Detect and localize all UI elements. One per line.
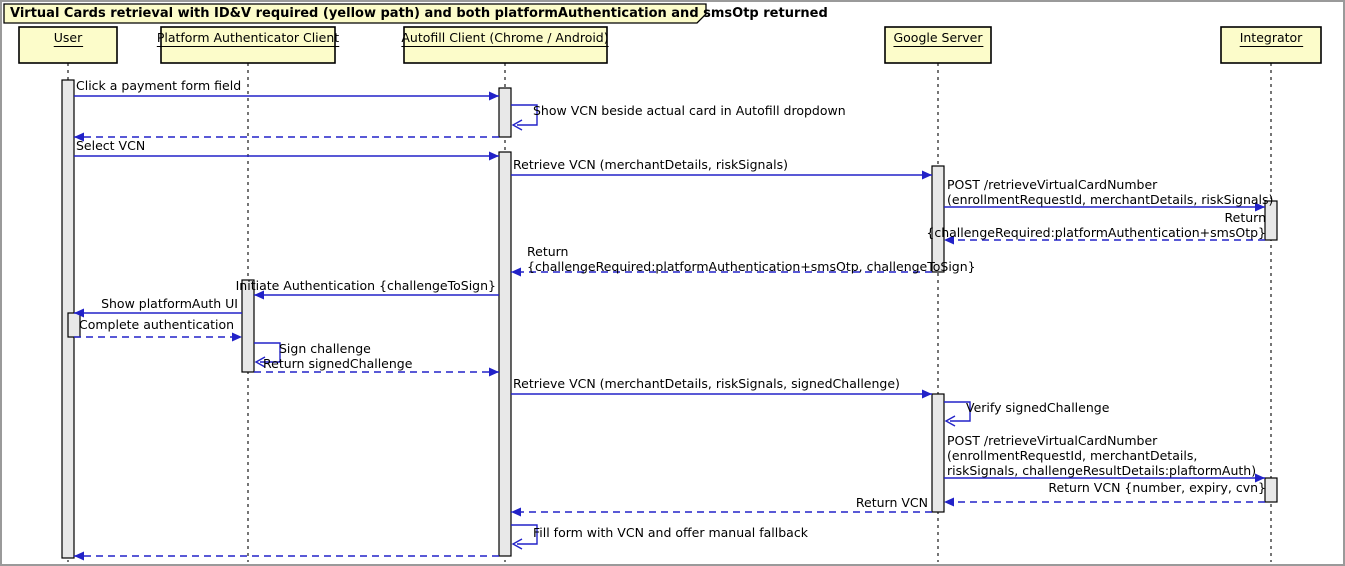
message-m20 (74, 551, 499, 561)
arrowhead (489, 367, 499, 377)
message-m1: Click a payment form field (74, 78, 499, 101)
message-label: Return (1225, 210, 1266, 225)
participant-integrator[interactable]: Integrator (1220, 26, 1322, 64)
arrowhead (232, 332, 242, 342)
message-m11: Complete authentication (74, 317, 242, 342)
arrowhead (489, 91, 499, 101)
activation-bar-autofill (498, 87, 512, 138)
arrowhead (922, 170, 932, 180)
arrowhead-open (511, 538, 523, 550)
message-m9: Initiate Authentication {challengeToSign… (236, 278, 499, 300)
participant-label: Autofill Client (Chrome / Android) (401, 30, 608, 45)
message-m7: Return{challengeRequired:platformAuthent… (926, 210, 1266, 245)
participant-box[interactable] (18, 26, 118, 64)
participant-box[interactable] (160, 26, 336, 64)
self-message-path (254, 342, 281, 363)
message-m19: Fill form with VCN and offer manual fall… (511, 524, 809, 550)
self-message-path (511, 104, 538, 126)
message-label: Retrieve VCN (merchantDetails, riskSigna… (513, 376, 900, 391)
message-label: Retrieve VCN (merchantDetails, riskSigna… (513, 157, 788, 172)
arrowhead (511, 267, 521, 277)
diagram-title-frame: Virtual Cards retrieval with ID&V requir… (3, 3, 828, 24)
participant-label: Platform Authenticator Client (157, 30, 339, 45)
message-label: Return signedChallenge (263, 356, 413, 371)
participant-autofill[interactable]: Autofill Client (Chrome / Android) (401, 26, 609, 64)
message-label: Click a payment form field (76, 78, 241, 93)
participant-platauth[interactable]: Platform Authenticator Client (156, 26, 340, 64)
message-label: Select VCN (76, 138, 145, 153)
participant-label: Google Server (893, 30, 983, 45)
message-m17: Return VCN {number, expiry, cvn} (944, 480, 1266, 507)
message-label: {challengeRequired:platformAuthenticatio… (926, 225, 1266, 240)
message-m14: Retrieve VCN (merchantDetails, riskSigna… (511, 376, 932, 399)
arrowhead (944, 497, 954, 507)
message-m2: Show VCN beside actual card in Autofill … (511, 103, 846, 131)
arrowhead-open (254, 356, 266, 368)
arrowhead (74, 132, 84, 142)
message-label: Show VCN beside actual card in Autofill … (533, 103, 846, 118)
message-label: (enrollmentRequestId, merchantDetails, r… (947, 192, 1273, 207)
message-label: POST /retrieveVirtualCardNumber (947, 433, 1158, 448)
message-label: Fill form with VCN and offer manual fall… (533, 525, 809, 540)
message-m5: Retrieve VCN (merchantDetails, riskSigna… (511, 157, 932, 180)
arrowhead (74, 551, 84, 561)
message-m16: POST /retrieveVirtualCardNumber(enrollme… (944, 433, 1265, 483)
message-label: (enrollmentRequestId, merchantDetails, (947, 448, 1197, 463)
arrowhead (254, 290, 264, 300)
message-m10: Show platformAuth UI (74, 296, 242, 318)
message-label: Show platformAuth UI (101, 296, 238, 311)
arrowhead (489, 151, 499, 161)
message-m8: Return{challengeRequired:platformAuthent… (511, 244, 976, 277)
message-label: Verify signedChallenge (966, 400, 1110, 415)
message-label: POST /retrieveVirtualCardNumber (947, 177, 1158, 192)
message-label: riskSignals, challengeResultDetails:plaf… (947, 463, 1256, 478)
message-label: Sign challenge (279, 341, 371, 356)
message-label: Return VCN (856, 495, 928, 510)
participants-layer: User Platform Authenticator Client Autofil… (18, 26, 1322, 64)
activations-layer (61, 79, 1278, 559)
participant-label: Integrator (1240, 30, 1303, 45)
activation-bar-integrator (1264, 200, 1278, 241)
arrowhead (1255, 202, 1265, 212)
arrowhead-open (511, 119, 523, 131)
message-m13: Return signedChallenge (254, 356, 499, 377)
participant-box[interactable] (403, 26, 608, 64)
message-label: Return VCN {number, expiry, cvn} (1048, 480, 1266, 495)
arrowhead (511, 507, 521, 517)
message-m3 (74, 132, 499, 142)
arrowhead-open (944, 415, 956, 427)
arrowhead (1255, 473, 1265, 483)
self-message-path (944, 401, 971, 422)
message-label: Complete authentication (79, 317, 234, 332)
activation-bar-gserver (931, 165, 945, 273)
participant-box[interactable] (1220, 26, 1322, 64)
message-label: Return (527, 244, 568, 259)
message-label: Initiate Authentication {challengeToSign… (236, 278, 496, 293)
page-title: Virtual Cards retrieval with ID&V requir… (10, 6, 828, 21)
message-m4: Select VCN (74, 138, 499, 161)
arrowhead (74, 308, 84, 318)
message-m6: POST /retrieveVirtualCardNumber(enrollme… (944, 177, 1273, 212)
arrowhead (944, 235, 954, 245)
message-m12: Sign challenge (254, 341, 371, 368)
participant-box[interactable] (884, 26, 992, 64)
activation-bar-platauth (241, 279, 255, 373)
participant-label: User (54, 30, 83, 45)
participant-gserver[interactable]: Google Server (884, 26, 992, 64)
message-label: {challengeRequired:platformAuthenticatio… (527, 259, 976, 274)
participant-user[interactable]: User (18, 26, 118, 64)
arrowhead (922, 389, 932, 399)
activation-bar-autofill (498, 151, 512, 557)
activation-bar-gserver (931, 393, 945, 513)
activation-bar-integrator (1264, 477, 1278, 503)
self-message-path (511, 524, 538, 545)
message-m18: Return VCN (511, 495, 932, 517)
message-m15: Verify signedChallenge (944, 400, 1110, 427)
